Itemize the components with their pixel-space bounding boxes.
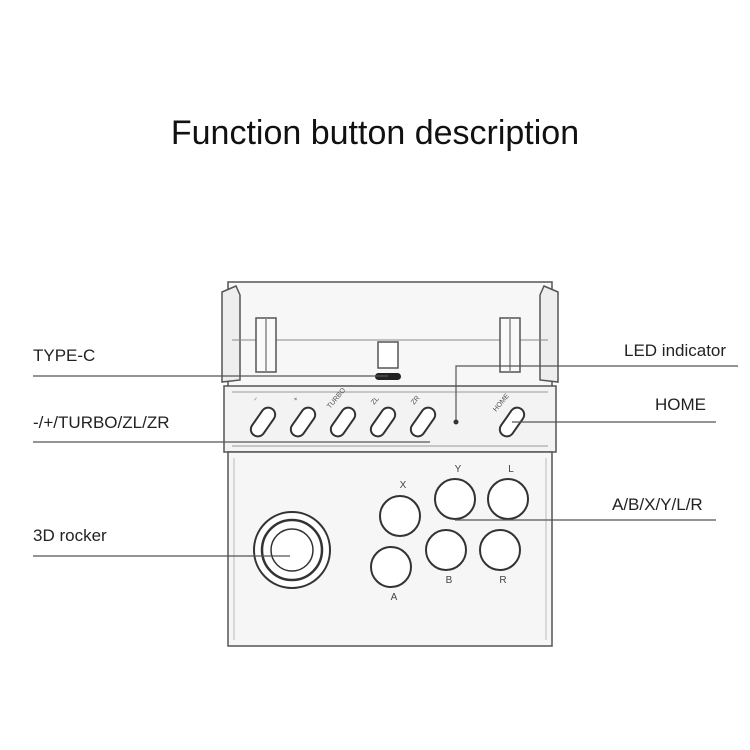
- led-indicator: [453, 419, 459, 425]
- a-label: A: [391, 592, 398, 603]
- zr-button[interactable]: [408, 405, 438, 439]
- b-label: B: [446, 575, 453, 586]
- b-button[interactable]: [425, 529, 467, 571]
- type-c-port: [375, 341, 401, 380]
- home-label-callout: HOME: [655, 395, 706, 414]
- l-label: L: [508, 464, 514, 475]
- page-title: Function button description: [170, 114, 580, 152]
- zl-label: ZL: [370, 395, 381, 406]
- x-button[interactable]: [379, 495, 421, 537]
- zl-button[interactable]: [368, 405, 398, 439]
- minus-button[interactable]: [248, 405, 278, 439]
- rocker-label: 3D rocker: [33, 526, 107, 545]
- type-c-label: TYPE-C: [33, 346, 96, 365]
- small-buttons: [248, 405, 526, 439]
- callout-lines: [33, 365, 738, 557]
- y-button[interactable]: [434, 478, 476, 520]
- x-label: X: [400, 480, 407, 491]
- led-callout: [455, 365, 738, 420]
- face-buttons-label: A/B/X/Y/L/R: [612, 495, 703, 514]
- r-label: R: [499, 575, 506, 586]
- plus-label: +: [292, 396, 300, 404]
- y-label: Y: [455, 464, 462, 475]
- zr-label: ZR: [410, 395, 421, 407]
- a-button[interactable]: [370, 546, 412, 588]
- turbo-button[interactable]: [328, 405, 358, 439]
- plus-button[interactable]: [288, 405, 318, 439]
- function-keys-label: -/+/TURBO/ZL/ZR: [33, 413, 170, 432]
- l-button[interactable]: [487, 478, 529, 520]
- minus-label: −: [252, 396, 260, 404]
- led-indicator-label: LED indicator: [624, 341, 727, 360]
- 3d-rocker[interactable]: [253, 511, 331, 589]
- r-button[interactable]: [479, 529, 521, 571]
